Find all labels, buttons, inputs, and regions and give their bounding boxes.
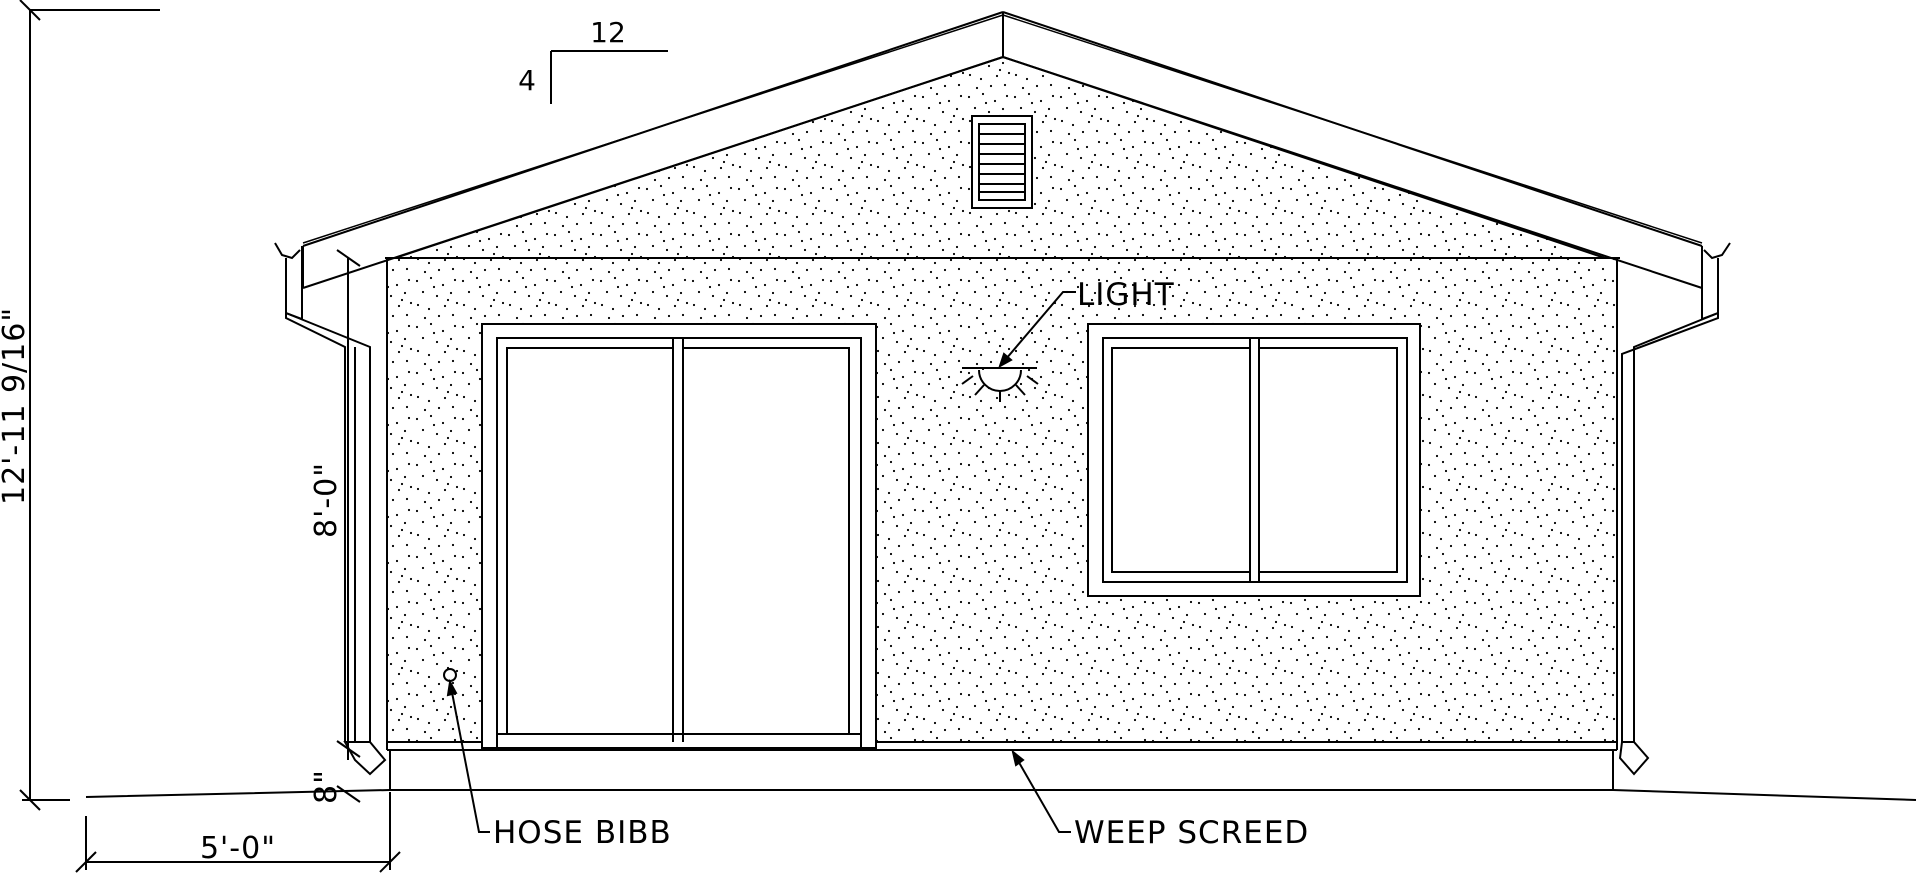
grade-line bbox=[86, 790, 1916, 800]
window bbox=[1088, 324, 1420, 596]
offset-width-label: 5'-0" bbox=[200, 831, 276, 866]
pitch-run-label: 12 bbox=[590, 16, 626, 49]
label-light: LIGHT bbox=[1077, 277, 1175, 313]
pitch-rise-label: 4 bbox=[518, 64, 536, 97]
roof-pitch-symbol bbox=[551, 51, 668, 104]
wall-height-label: 8'-0" bbox=[309, 462, 344, 538]
right-gutter bbox=[1702, 243, 1730, 319]
label-hose-bibb: HOSE BIBB bbox=[493, 815, 672, 851]
label-weep-screed: WEEP SCREED bbox=[1074, 815, 1309, 851]
overall-height-label: 12'-11 9/16" bbox=[0, 307, 32, 505]
overall-height-dimension bbox=[20, 0, 160, 810]
left-gutter bbox=[275, 243, 302, 319]
right-downspout bbox=[1620, 313, 1718, 774]
offset-width-dimension bbox=[76, 792, 400, 872]
light-fixture bbox=[962, 368, 1038, 402]
hose-bibb bbox=[444, 669, 456, 681]
gable-vent bbox=[972, 116, 1032, 208]
sliding-door bbox=[482, 324, 876, 748]
wall-height-dimension bbox=[337, 250, 360, 802]
foundation bbox=[390, 750, 1613, 790]
leader-light bbox=[1000, 292, 1076, 366]
leader-weep-screed bbox=[1013, 752, 1071, 832]
base-height-label: 8" bbox=[309, 769, 344, 804]
leader-hose-bibb bbox=[448, 682, 490, 832]
left-downspout bbox=[286, 313, 385, 774]
